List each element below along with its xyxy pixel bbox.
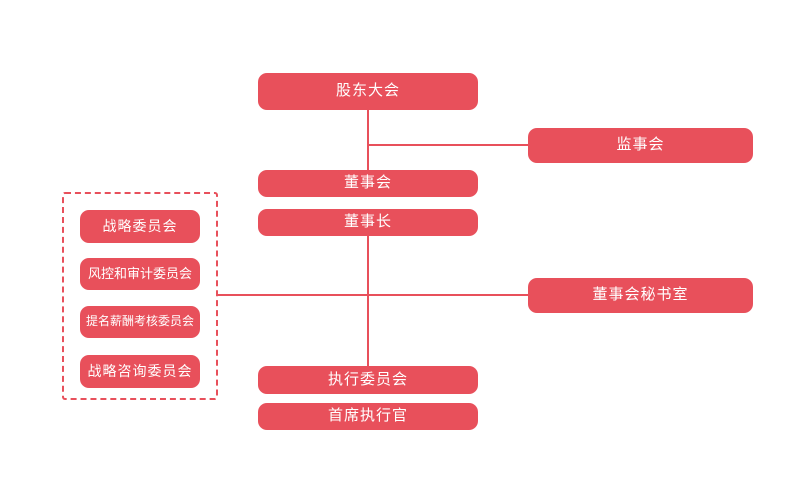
connector-shareholders-to-board bbox=[367, 110, 369, 170]
node-shareholders-meeting: 股东大会 bbox=[258, 73, 478, 110]
connector-branch-to-supervisory bbox=[368, 144, 528, 146]
node-supervisory-board: 监事会 bbox=[528, 128, 753, 163]
connector-committees-to-secretary bbox=[216, 294, 528, 296]
node-nomination-remuneration-committee: 提名薪酬考核委员会 bbox=[80, 306, 200, 338]
node-board-secretary-office: 董事会秘书室 bbox=[528, 278, 753, 313]
node-ceo-label: 首席执行官 bbox=[327, 407, 408, 425]
node-executive-committee-label: 执行委员会 bbox=[327, 370, 408, 388]
node-strategic-advisory-committee-label: 战略咨询委员会 bbox=[87, 362, 193, 379]
committees-group-border bbox=[62, 192, 218, 400]
node-supervisory-board-label: 监事会 bbox=[616, 136, 665, 154]
node-strategy-committee-label: 战略委员会 bbox=[102, 217, 178, 234]
node-risk-audit-committee: 风控和审计委员会 bbox=[80, 258, 200, 290]
node-strategy-committee: 战略委员会 bbox=[80, 210, 200, 243]
node-chairman-label: 董事长 bbox=[343, 213, 392, 231]
node-risk-audit-committee-label: 风控和审计委员会 bbox=[87, 265, 192, 281]
node-shareholders-meeting-label: 股东大会 bbox=[335, 82, 400, 100]
node-executive-committee: 执行委员会 bbox=[258, 366, 478, 394]
node-nomination-remuneration-committee-label: 提名薪酬考核委员会 bbox=[85, 314, 194, 329]
connector-chairman-to-executive bbox=[367, 236, 369, 366]
node-strategic-advisory-committee: 战略咨询委员会 bbox=[80, 355, 200, 388]
node-ceo: 首席执行官 bbox=[258, 403, 478, 430]
node-chairman: 董事长 bbox=[258, 209, 478, 236]
node-board-of-directors-label: 董事会 bbox=[343, 174, 392, 192]
node-board-of-directors: 董事会 bbox=[258, 170, 478, 197]
node-board-secretary-office-label: 董事会秘书室 bbox=[592, 286, 689, 304]
